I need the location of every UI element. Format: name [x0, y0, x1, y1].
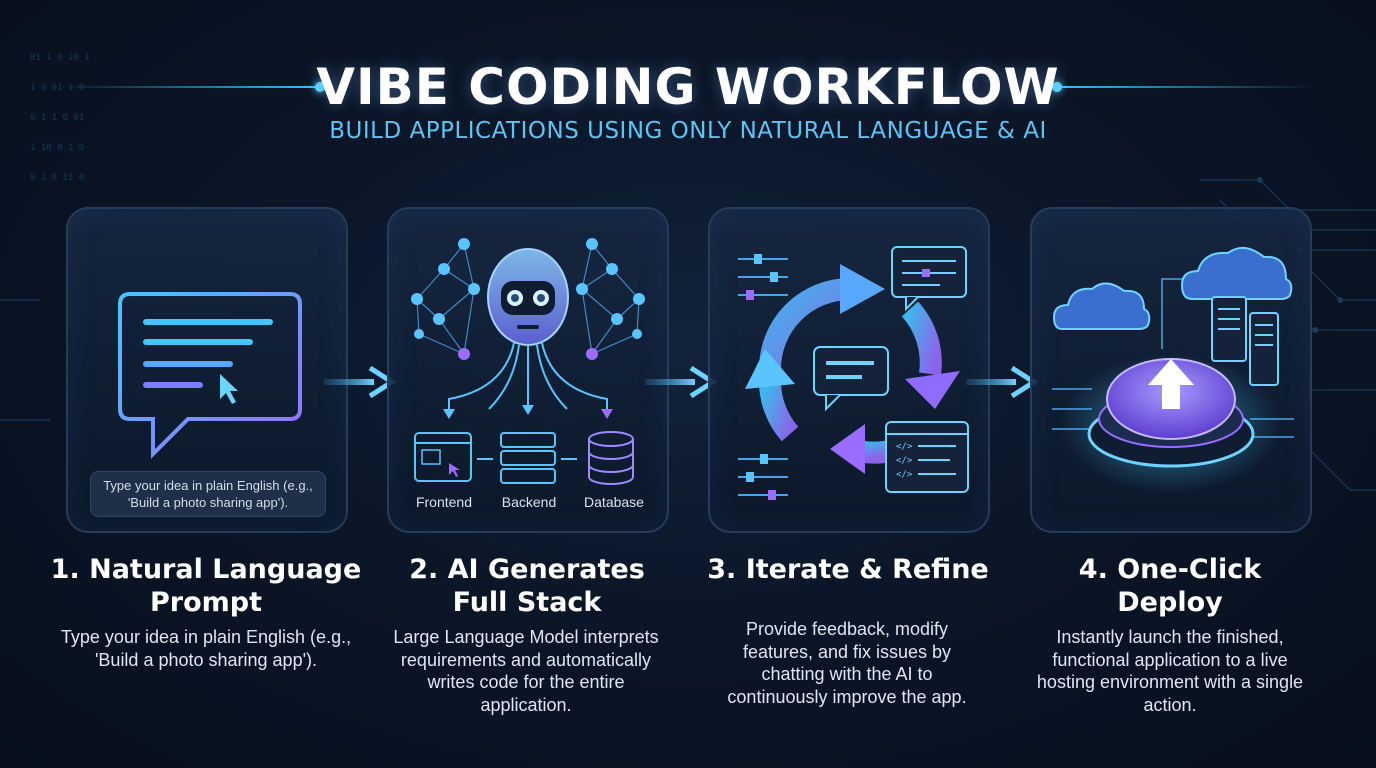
- title-line-left: [60, 86, 320, 88]
- step-1-title-line1: 1. Natural Language: [50, 554, 362, 585]
- page-subtitle: BUILD APPLICATIONS USING ONLY NATURAL LA…: [329, 118, 1047, 144]
- step-2-title: 2. AI Generates Full Stack: [367, 553, 687, 619]
- arrow-right-icon: [324, 365, 396, 399]
- svg-text:1 10 0 1 0: 1 10 0 1 0: [30, 143, 84, 153]
- title-dot-left: [315, 82, 325, 92]
- database-icon: [588, 431, 634, 485]
- svg-text:0 1 0 11 0: 0 1 0 11 0: [30, 173, 84, 183]
- step-2-title-line1: 2. AI Generates: [409, 554, 645, 585]
- step-3-title-line1: 3. Iterate & Refine: [707, 554, 989, 585]
- step-1-title: 1. Natural Language Prompt: [46, 553, 366, 619]
- component-label-database: Database: [584, 494, 644, 510]
- title-line-right: [1056, 86, 1316, 88]
- svg-text:</>: </>: [896, 442, 913, 452]
- step-3-title: 3. Iterate & Refine: [688, 553, 1008, 586]
- prompt-example-box: Type your idea in plain English (e.g., '…: [90, 471, 326, 517]
- step-1-description: Type your idea in plain English (e.g., '…: [60, 627, 352, 670]
- step-2-card: Frontend Backend Database: [387, 207, 669, 533]
- step-2-description: Large Language Model interprets requirem…: [393, 627, 659, 715]
- step-1-card: Type your idea in plain English (e.g., '…: [66, 207, 348, 533]
- svg-text:</>: </>: [896, 456, 913, 466]
- page-title: VIBE CODING WORKFLOW: [316, 58, 1060, 116]
- arrow-right-icon: [645, 365, 717, 399]
- frontend-icon: [414, 432, 472, 482]
- step-4-description: Instantly launch the finished, functiona…: [1036, 627, 1304, 715]
- svg-text:</>: </>: [896, 470, 913, 480]
- step-4-title: 4. One-Click Deploy: [1010, 553, 1330, 619]
- cloud-upload-button-icon: [1052, 246, 1294, 494]
- chat-bubble-cursor-icon: [118, 292, 302, 459]
- component-label-backend: Backend: [502, 494, 556, 510]
- refresh-cycle-icon: </> </> </>: [738, 246, 969, 500]
- step-3-card: </> </> </>: [708, 207, 990, 533]
- step-4-card: [1030, 207, 1312, 533]
- arrow-right-icon: [966, 365, 1038, 399]
- step-3-description: Provide feedback, modify features, and f…: [727, 619, 967, 707]
- component-label-frontend: Frontend: [416, 494, 472, 510]
- step-1-title-line2: Prompt: [149, 587, 263, 618]
- backend-icon: [500, 432, 556, 484]
- step-2-title-line2: Full Stack: [452, 587, 602, 618]
- step-4-title-line1: 4. One-Click: [1078, 554, 1262, 585]
- step-4-title-line2: Deploy: [1117, 587, 1223, 618]
- title-dot-right: [1052, 82, 1062, 92]
- robot-neural-network-icon: Frontend Backend Database: [411, 238, 645, 510]
